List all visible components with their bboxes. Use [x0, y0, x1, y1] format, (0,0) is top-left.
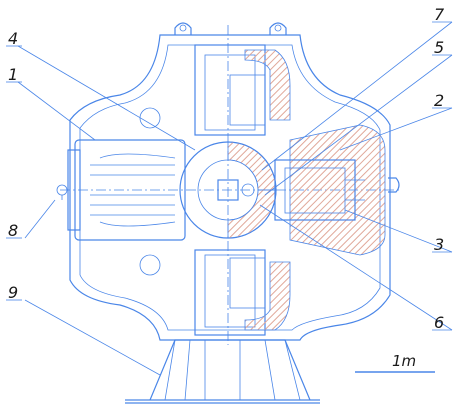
label-2: 2 [434, 91, 444, 110]
bottom-cylinder [194, 249, 291, 336]
label-4: 4 [8, 29, 18, 48]
label-9: 9 [8, 283, 18, 302]
label-6: 6 [434, 313, 444, 332]
left-cylinder [74, 107, 186, 276]
scale-bar: 1m [355, 352, 435, 373]
label-5: 5 [434, 38, 444, 57]
label-8: 8 [8, 221, 18, 240]
crankshaft-hub [179, 141, 277, 239]
label-3: 3 [434, 235, 444, 254]
right-cylinder [274, 124, 400, 256]
label-7: 7 [434, 5, 445, 24]
label-1: 1 [8, 65, 18, 84]
lifting-lugs [174, 22, 287, 35]
side-boss [56, 149, 81, 231]
label-underlines [6, 21, 452, 331]
top-cylinder [194, 44, 291, 136]
leader-lines [17, 21, 453, 376]
scale-label: 1m [392, 352, 416, 370]
